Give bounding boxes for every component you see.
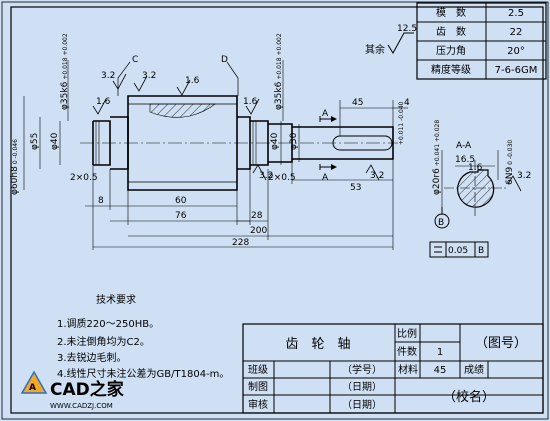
datum-b-symbol: B bbox=[434, 207, 450, 229]
svg-text:0.05: 0.05 bbox=[448, 246, 468, 256]
rough-16-b: 1.6 bbox=[96, 97, 111, 107]
title-block bbox=[242, 323, 544, 414]
rough-32-d: 3.2 bbox=[370, 171, 384, 181]
dim-phi35-right: φ35k6+0.018 +0.002 bbox=[274, 33, 284, 110]
dim-53: 53 bbox=[350, 183, 361, 193]
ref-d: D bbox=[221, 55, 228, 65]
tb-student-no: （学号） bbox=[342, 363, 382, 376]
tb-checked-label: 审核 bbox=[248, 398, 268, 411]
tech-req-3: 3.去锐边毛刺。 bbox=[57, 351, 127, 364]
section-arrows bbox=[319, 116, 336, 170]
dim-76: 76 bbox=[175, 211, 187, 221]
logo-url: WWW.CADZJ.COM bbox=[50, 402, 113, 410]
dim-4: 4 bbox=[404, 98, 410, 108]
ref-c: C bbox=[132, 55, 138, 65]
svg-text:12.5: 12.5 bbox=[397, 24, 417, 34]
length-dim-lines bbox=[85, 100, 408, 250]
svg-text:B: B bbox=[438, 218, 444, 228]
tech-req-4: 4.线性尺寸未注公差为GB/T1804-m。 bbox=[57, 367, 229, 380]
tech-req-2: 2.未注倒角均为C2。 bbox=[57, 335, 150, 348]
tooth-section-hatch bbox=[149, 103, 216, 118]
param-label-3: 精度等级 bbox=[431, 63, 471, 76]
param-label-2: 压力角 bbox=[436, 44, 466, 57]
section-view bbox=[441, 150, 506, 216]
tb-qty-value: 1 bbox=[437, 347, 443, 358]
rough-32-b: 3.2 bbox=[142, 71, 156, 81]
runout-tolerance-frame: 0.05 B bbox=[429, 241, 489, 258]
chamfer-left: 2×0.5 bbox=[70, 173, 98, 183]
rough-32-e: 3.2 bbox=[517, 171, 531, 181]
dim-keyway-width: 6N90 -0.030 bbox=[505, 140, 515, 185]
dim-phi40-left: φ40 bbox=[50, 132, 60, 150]
dim-60: 60 bbox=[175, 196, 187, 206]
roughness-other-note: 其余 12.5 bbox=[365, 24, 417, 56]
tb-grade-label: 成绩 bbox=[464, 363, 484, 376]
param-label-0: 模 数 bbox=[436, 6, 466, 19]
dim-phi60h8: φ60h80 -0.046 bbox=[10, 139, 20, 195]
tb-school: （校名） bbox=[443, 389, 495, 405]
technical-requirements: 技术要求 1.调质220～250HB。 2.未注倒角均为C2。 3.去锐边毛刺。… bbox=[57, 293, 229, 380]
tech-req-title: 技术要求 bbox=[96, 293, 136, 306]
rough-16-c: 1.6 bbox=[243, 97, 258, 107]
dim-phi40-right: φ40 bbox=[270, 132, 280, 150]
tb-class-label: 班级 bbox=[248, 364, 268, 376]
dim-228: 228 bbox=[232, 238, 249, 248]
rough-32-c: 3.2 bbox=[259, 171, 273, 181]
dim-phi35-left: φ35k6+0.018 +0.002 bbox=[60, 33, 70, 110]
dim-28: 28 bbox=[251, 211, 263, 221]
tb-date2: （日期） bbox=[342, 399, 382, 411]
section-label: A-A bbox=[456, 141, 472, 151]
rough-16-a: 1.6 bbox=[185, 76, 200, 86]
dim-phi30: φ30 bbox=[289, 132, 299, 150]
reference-leaders bbox=[117, 61, 239, 96]
tb-drawn-label: 制图 bbox=[248, 380, 268, 393]
logo-brand: CAD之家 bbox=[50, 379, 124, 400]
rough-32-a: 3.2 bbox=[101, 71, 115, 81]
dim-keyway-depth: 16.5 bbox=[455, 155, 475, 165]
tb-scale-label: 比例 bbox=[397, 327, 417, 340]
tb-material-label: 材料 bbox=[398, 363, 418, 376]
param-value-1: 22 bbox=[510, 27, 523, 38]
tb-part-name: 齿 轮 轴 bbox=[285, 337, 350, 352]
dim-45: 45 bbox=[352, 98, 363, 108]
tb-material-value: 45 bbox=[434, 365, 447, 376]
param-label-1: 齿 数 bbox=[436, 25, 466, 38]
roughness-symbols bbox=[92, 73, 522, 192]
journal-marks bbox=[95, 121, 257, 165]
svg-text:B: B bbox=[478, 246, 484, 256]
tech-req-1: 1.调质220～250HB。 bbox=[57, 318, 159, 330]
dim-200: 200 bbox=[250, 226, 267, 236]
dim-phi55: φ55 bbox=[30, 133, 40, 150]
tb-qty-label: 件数 bbox=[397, 345, 417, 358]
dim-phi20r6: φ20r6+0.041 +0.028 bbox=[432, 120, 442, 195]
tb-drawing-no: （图号） bbox=[475, 336, 527, 351]
arrow-a-top: A bbox=[322, 109, 329, 119]
param-value-0: 2.5 bbox=[508, 8, 524, 19]
diameter-dim-lines bbox=[23, 60, 300, 190]
dim-key-tol: +0.011 -0.040 bbox=[398, 101, 405, 145]
param-value-3: 7-6-6GM bbox=[495, 65, 538, 76]
param-value-2: 20° bbox=[507, 46, 525, 57]
chamfer-right: 2×0.5 bbox=[268, 173, 296, 183]
dim-8: 8 bbox=[98, 196, 104, 206]
svg-text:A: A bbox=[29, 383, 36, 393]
gear-parameter-table: 模 数 2.5 齿 数 22 压力角 20° 精度等级 7-6-6GM bbox=[416, 2, 547, 80]
svg-text:其余: 其余 bbox=[365, 43, 385, 56]
cadzj-logo: A CAD之家 WWW.CADZJ.COM bbox=[20, 370, 124, 410]
arrow-a-bottom: A bbox=[322, 173, 329, 183]
tb-date1: （日期） bbox=[342, 381, 382, 393]
